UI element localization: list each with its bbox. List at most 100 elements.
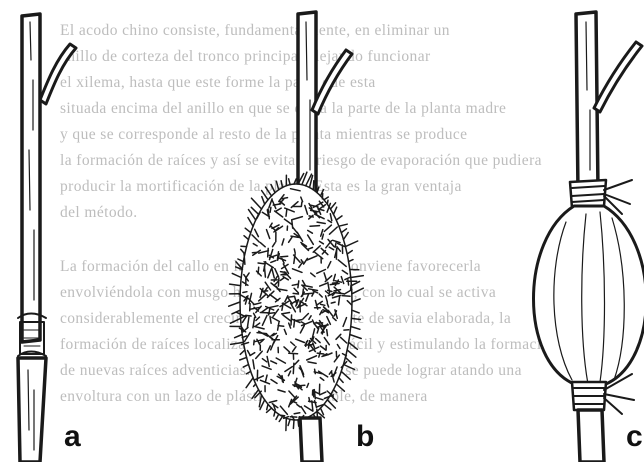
moss-fringe: [243, 365, 248, 368]
moss-strand: [315, 369, 316, 373]
moss-fringe: [244, 236, 249, 240]
moss-fringe: [336, 216, 342, 220]
moss-strand: [254, 340, 255, 345]
moss-fringe: [279, 417, 282, 422]
figure-c-wrapped-bag: [534, 12, 644, 462]
moss-fringe: [341, 229, 346, 233]
moss-fringe: [246, 378, 253, 388]
moss-fringe: [349, 342, 358, 349]
moss-fringe: [336, 384, 344, 391]
moss-fringe: [293, 420, 294, 429]
moss-strand: [293, 293, 298, 294]
moss-fringe: [262, 197, 265, 205]
figure-b-moss-wrap: [229, 12, 364, 462]
figure-c-bag-body: [534, 206, 644, 384]
moss-strand: [286, 210, 287, 217]
moss-fringe: [241, 249, 245, 254]
moss-fringe: [350, 335, 361, 339]
moss-strand: [310, 226, 320, 227]
moss-fringe: [352, 288, 363, 294]
figure-b-lower-stem: [300, 418, 322, 462]
moss-strand: [257, 333, 267, 334]
figure-a-lower-stem: [18, 358, 46, 462]
moss-strand: [280, 256, 287, 257]
moss-fringe: [313, 181, 314, 190]
moss-fringe: [324, 197, 328, 200]
moss-fringe: [232, 273, 241, 277]
moss-strand: [294, 249, 295, 253]
figure-a-girdled-stem: [18, 14, 76, 462]
figure-c-side-branch: [594, 42, 642, 112]
moss-strand: [267, 210, 268, 215]
moss-strand: [243, 292, 247, 293]
moss-fringe: [245, 228, 251, 232]
figure-c-lower-stem: [578, 410, 604, 462]
figure-b-moss-ball: [229, 172, 364, 430]
moss-fringe: [252, 198, 262, 209]
moss-strand: [270, 207, 271, 212]
moss-fringe: [229, 302, 240, 306]
moss-strand: [303, 289, 304, 296]
moss-fringe: [240, 357, 247, 360]
moss-strand: [321, 304, 325, 305]
moss-fringe: [347, 350, 356, 357]
moss-fringe: [339, 224, 347, 226]
moss-fringe: [352, 318, 361, 319]
moss-fringe: [238, 259, 244, 262]
moss-fringe: [274, 411, 275, 416]
moss-fringe: [276, 181, 278, 190]
moss-fringe: [240, 350, 245, 354]
moss-strand: [258, 263, 265, 264]
moss-fringe: [327, 400, 335, 408]
moss-fringe: [267, 404, 268, 410]
moss-fringe: [347, 251, 352, 254]
moss-fringe: [321, 408, 324, 415]
moss-strand: [317, 353, 324, 354]
moss-strand: [331, 302, 335, 303]
moss-fringe: [230, 284, 241, 286]
moss-fringe: [266, 187, 272, 196]
moss-fringe: [352, 299, 360, 302]
moss-strand: [244, 254, 245, 265]
moss-strand: [327, 330, 328, 336]
moss-fringe: [344, 365, 355, 370]
moss-fringe: [324, 404, 331, 410]
moss-strand: [293, 363, 294, 373]
moss-fringe: [259, 395, 261, 407]
moss-fringe: [334, 390, 337, 393]
moss-strand: [264, 266, 265, 277]
figure-a-upper-stem: [22, 14, 40, 342]
moss-fringe: [248, 218, 253, 227]
moss-strand: [288, 296, 295, 297]
moss-strand: [294, 413, 300, 414]
moss-fringe: [271, 185, 275, 193]
moss-fringe: [235, 335, 243, 338]
moss-strand: [291, 315, 292, 325]
figure-c-upper-stem: [576, 12, 598, 192]
figure-label-b: b: [356, 420, 374, 454]
moss-fringe: [352, 310, 359, 313]
moss-fringe: [254, 384, 256, 386]
moss-fringe: [281, 181, 282, 188]
moss-fringe: [289, 179, 291, 185]
figure-b-side-branch: [312, 50, 352, 114]
figure-label-c: c: [626, 420, 643, 454]
figure-a-side-branch: [40, 44, 76, 104]
moss-strand: [301, 202, 302, 206]
moss-fringe: [334, 207, 337, 214]
moss-fringe: [276, 414, 279, 419]
moss-strand: [342, 296, 350, 297]
moss-fringe: [344, 233, 349, 240]
moss-fringe: [251, 207, 258, 214]
moss-fringe: [341, 371, 350, 379]
moss-strand: [309, 398, 310, 402]
moss-fringe: [351, 327, 360, 330]
moss-strand: [258, 267, 259, 273]
moss-fringe: [288, 419, 290, 425]
moss-fringe: [331, 203, 336, 209]
moss-strand: [268, 248, 269, 257]
moss-fringe: [327, 200, 328, 204]
figure-label-a: a: [64, 420, 81, 454]
